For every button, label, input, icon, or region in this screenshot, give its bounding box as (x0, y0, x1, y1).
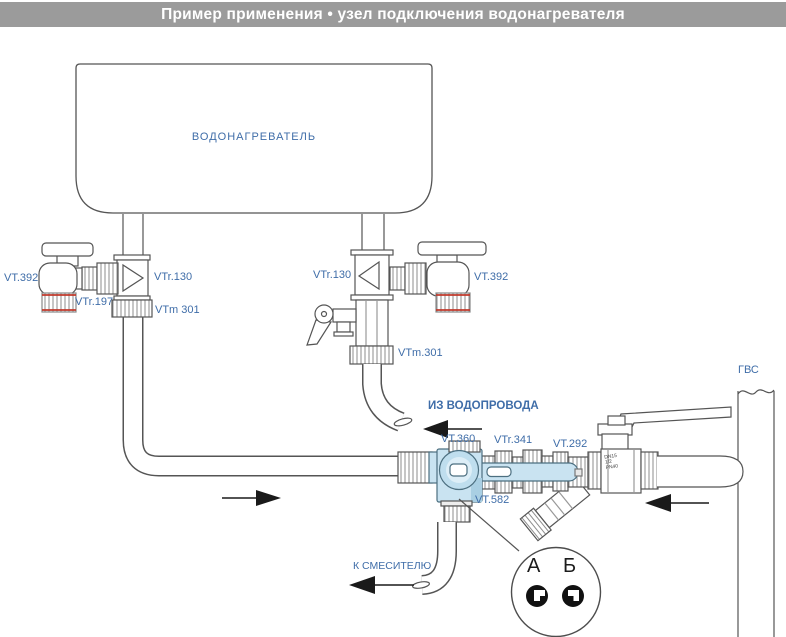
right-drain-valve (417, 241, 487, 313)
mixer-pipe (412, 522, 457, 595)
label-to-mixer: К СМЕСИТЕЛЮ (353, 560, 432, 572)
gvs-branch-pipe (657, 455, 744, 488)
center-left-nut (397, 451, 433, 484)
arrow-to-mixer (349, 576, 414, 594)
ball-slot (449, 463, 468, 477)
right-tee-flange-top (350, 249, 394, 256)
vt292-left-nut (587, 451, 602, 490)
safety-valve-nozzle (336, 321, 351, 333)
right-union-nipple (389, 266, 406, 291)
safety-lever (306, 304, 334, 346)
left-compression-nut (111, 299, 153, 318)
label-hot-water: ГВС (738, 364, 759, 376)
label-right-tee: VTr.130 (313, 269, 352, 281)
right-branch (306, 214, 487, 432)
vt292-stem-plate (597, 423, 633, 436)
gvs-riser-pipe (737, 389, 775, 637)
left-elbow-pipe (122, 317, 400, 477)
right-valve-handle (417, 241, 487, 256)
left-branch (38, 214, 400, 477)
diverter-tee (428, 440, 583, 523)
left-valve-body (38, 262, 78, 296)
position-b-letter: Б (563, 555, 577, 577)
right-valve-cap (435, 292, 471, 313)
tee-bottom-flange (440, 500, 473, 507)
left-tee-flange-top (113, 254, 151, 261)
tee-bottom-nut (443, 505, 471, 523)
safety-valve-nozzle-flare (333, 331, 354, 337)
vt292-right-nut (640, 451, 659, 490)
right-tee-flange-bottom (350, 294, 394, 301)
right-valve-body (426, 261, 470, 297)
label-tee-body: VT.582 (475, 494, 510, 506)
arrow-right-pipe (645, 494, 709, 512)
right-compression-nut (349, 345, 394, 365)
safety-valve-body (355, 299, 389, 347)
vt292-stem-top (607, 415, 626, 426)
ball-valve-vt292 (587, 406, 732, 494)
valve-marking-text: DN15 1/2 PN40 (603, 452, 619, 471)
left-union-nut (96, 262, 119, 295)
safety-valve-outlet (332, 308, 357, 323)
left-tee-flow-triangle (122, 263, 145, 293)
label-from-supply: ИЗ ВОДОПРОВОДА (428, 400, 539, 412)
label-left-compression: VTm 301 (155, 304, 200, 316)
label-left-drain-valve: VT.392 (4, 272, 39, 284)
label-fittings-group: VTr.341 (494, 434, 533, 446)
label-right-compression: VTm.301 (398, 347, 443, 359)
page-title: Пример применения • узел подключения вод… (161, 5, 625, 23)
label-left-tee: VTr.130 (154, 271, 193, 283)
position-a-icon (526, 585, 548, 607)
handle-end-nub (574, 468, 583, 477)
left-tee-flange-bottom (113, 295, 151, 301)
water-heater-outline (75, 63, 433, 214)
label-ball-valve: VT.292 (553, 438, 588, 450)
heater-label: ВОДОНАГРЕВАТЕЛЬ (191, 131, 317, 143)
left-drain-valve (38, 242, 94, 313)
label-left-union: VTr.197 (75, 296, 114, 308)
left-valve-handle (41, 242, 94, 257)
center-assembly (397, 406, 744, 595)
position-a-letter: А (527, 555, 541, 577)
supply-stub-pipe (362, 364, 413, 432)
handle-slot (486, 466, 512, 478)
flow-arrows (222, 420, 709, 594)
label-diverter-valve: VT.360 (441, 433, 476, 445)
arrow-left-pipe (222, 490, 281, 506)
right-union-nut (404, 262, 427, 295)
label-right-drain-valve: VT.392 (474, 271, 509, 283)
left-valve-cap (41, 292, 77, 313)
arrow-from-supply (423, 420, 482, 438)
detail-circle (458, 498, 602, 637)
header-bar: Пример применения • узел подключения вод… (0, 2, 786, 27)
right-tee-flow-triangle (357, 260, 380, 291)
tee-body-shade (471, 478, 482, 502)
position-b-icon (562, 585, 584, 607)
left-union-nipple (81, 266, 98, 291)
vt292-stem (601, 433, 629, 451)
